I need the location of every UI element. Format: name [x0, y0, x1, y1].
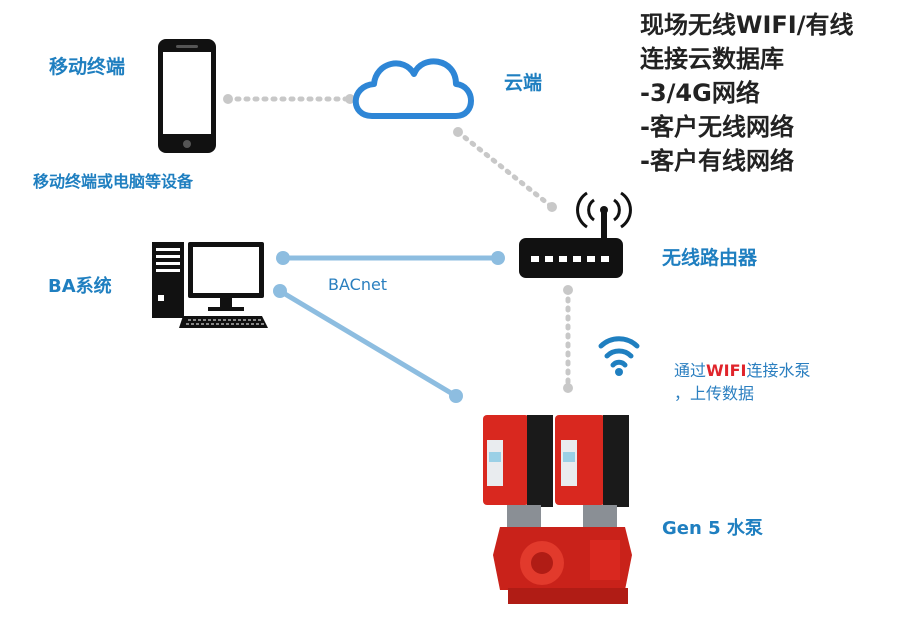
wifi-note-line2: ，上传数据 — [674, 384, 755, 403]
connection-options-title-line2: 连接云数据库 — [640, 45, 784, 73]
mobile-terminal-caption: 移动终端或电脑等设备 — [33, 172, 194, 191]
pump-label: Gen 5 水泵 — [662, 518, 763, 539]
link-endpoint-dot — [345, 94, 355, 104]
option-customer-wireless: -客户无线网络 — [640, 113, 794, 141]
option-customer-wired: -客户有线网络 — [640, 147, 794, 175]
wireless-connections — [225, 96, 571, 391]
link-endpoint-dot — [563, 285, 573, 295]
cloud-icon — [352, 58, 474, 119]
mobile-terminal-label: 移动终端 — [49, 56, 126, 78]
link-endpoint-dot — [563, 383, 573, 393]
cloud-router-link — [455, 129, 555, 210]
smartphone-icon — [158, 39, 216, 153]
ba-pump-link — [277, 288, 459, 399]
pump-image — [483, 415, 632, 604]
cloud-label: 云端 — [504, 72, 543, 94]
wired-connections — [277, 255, 501, 399]
connection-options-title-line1: 现场无线WIFI/有线 — [640, 11, 854, 39]
link-endpoint-dot — [449, 389, 463, 403]
connection-options-list: 现场无线WIFI/有线 连接云数据库 -3/4G网络 -客户无线网络 -客户有线… — [640, 8, 854, 178]
wifi-note: 通过WIFI连接水泵 ，上传数据 — [674, 359, 811, 405]
link-endpoint-dot — [223, 94, 233, 104]
bacnet-label: BACnet — [328, 275, 388, 294]
wifi-signal-icon — [598, 336, 640, 376]
link-endpoint-dot — [547, 202, 557, 212]
link-endpoint-dot — [453, 127, 463, 137]
link-endpoint-dot — [276, 251, 290, 265]
ba-system-label: BA系统 — [48, 276, 112, 297]
link-endpoint-dot — [273, 284, 287, 298]
link-endpoint-dot — [491, 251, 505, 265]
wifi-router-icon — [519, 191, 632, 278]
option-3-4g-network: -3/4G网络 — [640, 79, 760, 107]
desktop-computer-icon — [152, 242, 268, 328]
router-label: 无线路由器 — [662, 247, 758, 269]
wifi-note-line1: 通过WIFI连接水泵 — [674, 361, 811, 380]
